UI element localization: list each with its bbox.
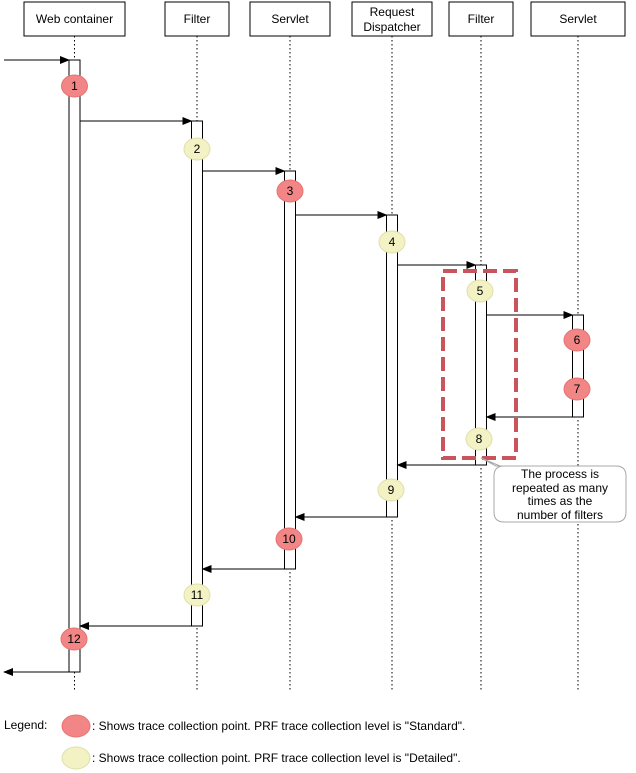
svg-text:6: 6: [574, 333, 581, 347]
svg-text:10: 10: [282, 532, 296, 546]
activation-filter-2: [475, 264, 487, 466]
note-line-2: repeated as many: [512, 481, 608, 495]
legend-standard-text: : Shows trace collection point. PRF trac…: [92, 719, 465, 733]
trace-point-12: 12: [60, 627, 88, 651]
svg-text:7: 7: [574, 382, 581, 396]
trace-point-4: 4: [378, 230, 406, 254]
trace-point-7: 7: [563, 377, 591, 401]
note-line-4: number of filters: [517, 508, 603, 522]
trace-point-3: 3: [276, 179, 304, 203]
repeat-region-box: [441, 269, 518, 460]
participant-filter-1: Filter: [164, 1, 230, 37]
trace-points: 1 2 3 4 5 6 7 8: [60, 74, 591, 651]
messages: [3, 56, 574, 676]
legend-detailed-text: : Shows trace collection point. PRF trac…: [92, 751, 461, 765]
legend-detailed-swatch: [61, 746, 91, 770]
svg-text:4: 4: [389, 235, 396, 249]
activation-request-dispatcher: [386, 214, 398, 518]
svg-text:5: 5: [477, 284, 484, 298]
trace-point-5: 5: [466, 279, 494, 303]
activation-web-container: [68, 59, 81, 673]
trace-point-11: 11: [183, 583, 211, 607]
svg-text:8: 8: [476, 432, 483, 446]
legend: Legend: : Shows trace collection point. …: [4, 714, 465, 770]
participant-servlet-2: Servlet: [530, 1, 626, 37]
participant-label: Filter: [468, 12, 495, 26]
trace-point-1: 1: [61, 74, 88, 98]
svg-text:11: 11: [191, 588, 204, 602]
participant-label: Servlet: [271, 12, 309, 26]
activation-servlet-1: [284, 170, 296, 570]
participant-servlet-1: Servlet: [249, 1, 331, 37]
activation-servlet-2: [572, 314, 584, 418]
svg-text:2: 2: [194, 142, 201, 156]
lifelines: [74, 36, 579, 690]
svg-text:9: 9: [388, 483, 395, 497]
activation-filter-1: [191, 120, 203, 627]
participant-label: Filter: [184, 12, 211, 26]
trace-point-6: 6: [563, 328, 591, 352]
svg-text:1: 1: [71, 79, 78, 93]
participant-label-line-1: Request: [370, 5, 415, 19]
note-line-3: times as the: [528, 494, 593, 508]
trace-point-2: 2: [183, 137, 211, 161]
participant-web-container: Web container: [23, 1, 126, 37]
activation-bars: [68, 59, 584, 673]
participant-label-line-2: Dispatcher: [363, 20, 420, 34]
svg-text:12: 12: [67, 632, 81, 646]
trace-point-10: 10: [275, 527, 303, 551]
svg-text:3: 3: [287, 184, 294, 198]
legend-title: Legend:: [4, 718, 47, 732]
note-line-1: The process is: [521, 467, 599, 481]
legend-standard-swatch: [61, 714, 91, 738]
participant-request-dispatcher: Request Dispatcher: [351, 1, 433, 37]
participant-filter-2: Filter: [448, 1, 514, 37]
trace-point-9: 9: [377, 478, 405, 502]
repeat-note-callout: The process is repeated as many times as…: [480, 457, 627, 523]
trace-point-8: 8: [465, 427, 493, 451]
participant-label: Servlet: [559, 12, 597, 26]
participant-label: Web container: [36, 12, 113, 26]
